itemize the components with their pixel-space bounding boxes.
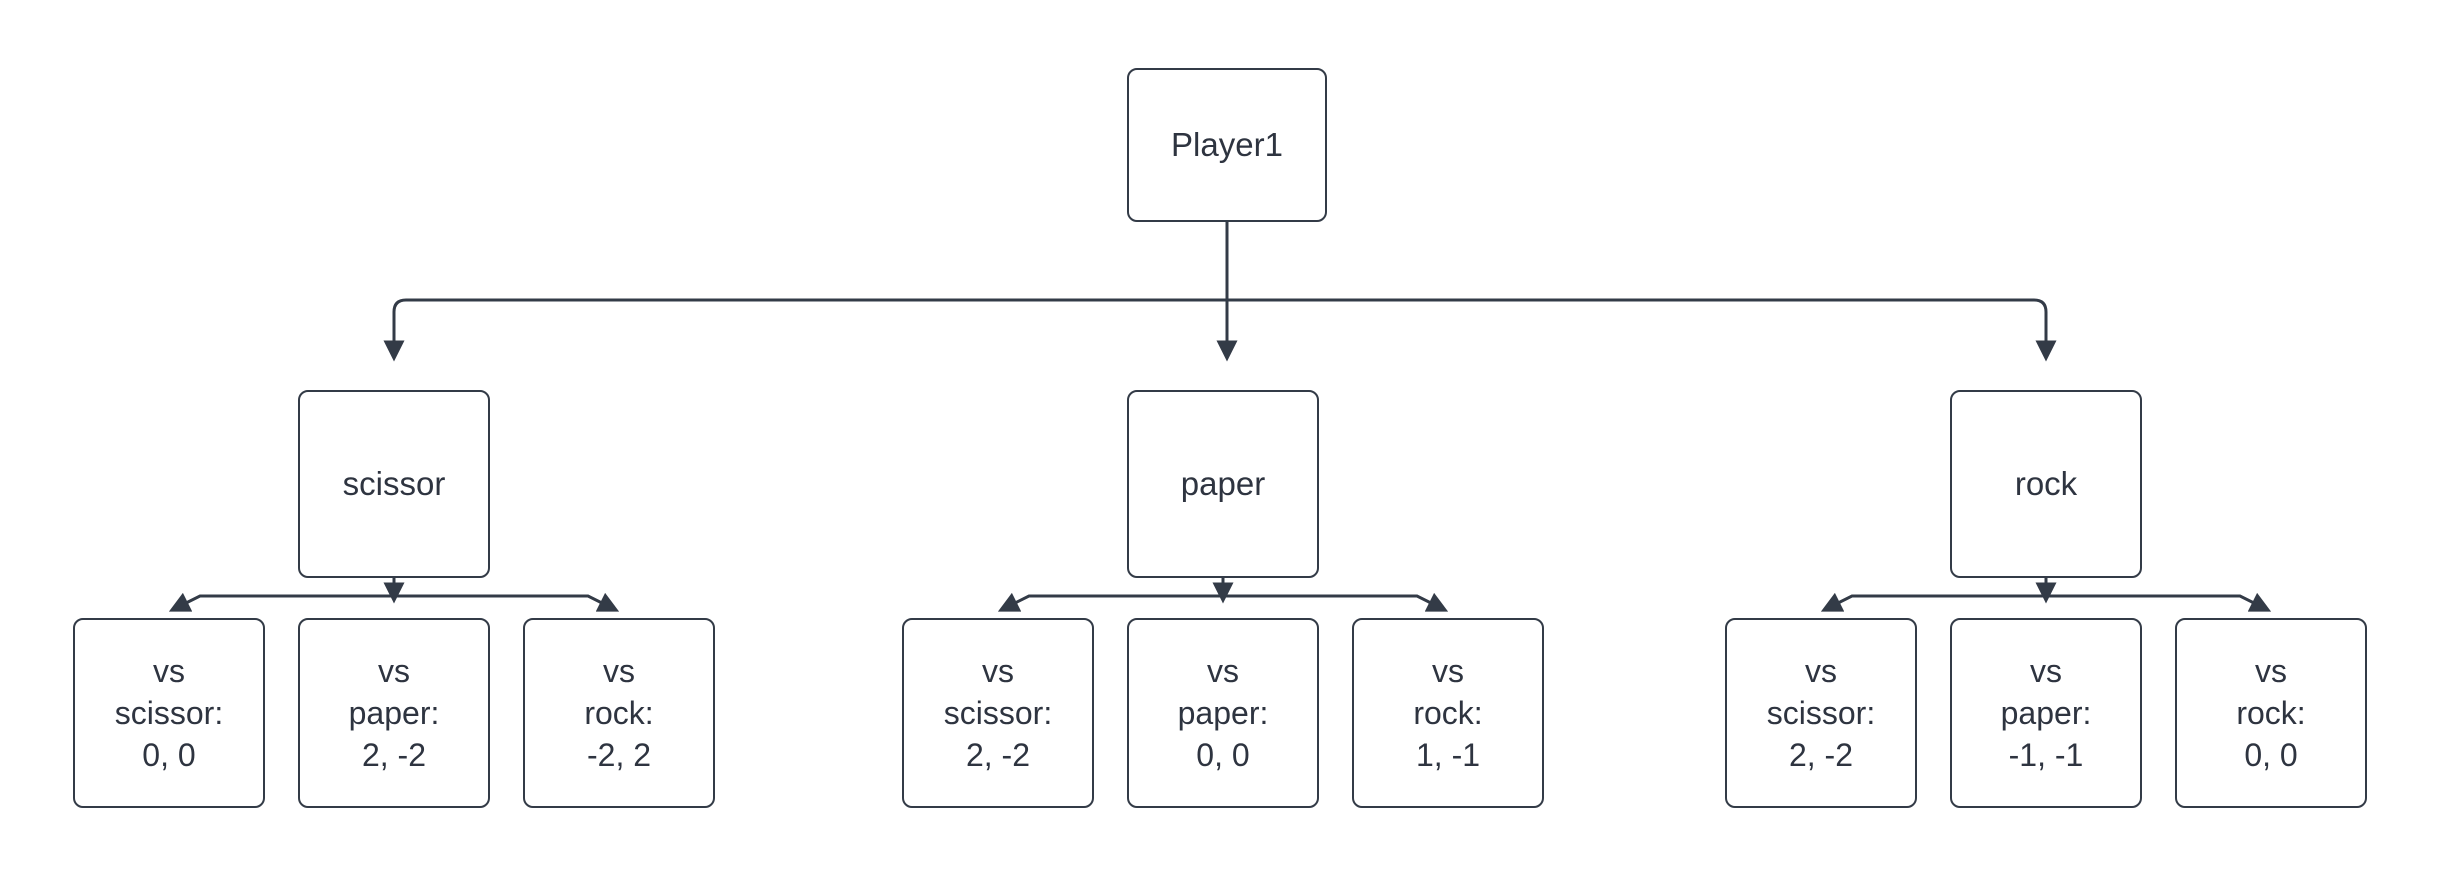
edge-paper-to-leaf-2 [1221, 578, 1449, 612]
node-branch-rock-label: rock [2014, 465, 2078, 503]
node-leaf-scissor-vs-paper[interactable]: vs paper: 2, -2 [298, 618, 490, 808]
node-leaf-paper-vs-paper[interactable]: vs paper: 0, 0 [1127, 618, 1319, 808]
node-leaf-label: vs scissor: 0, 0 [114, 652, 224, 774]
node-leaf-label: vs paper: 0, 0 [1177, 652, 1269, 774]
edge-rock-to-leaf-2 [2044, 578, 2272, 612]
node-leaf-label: vs rock: -2, 2 [584, 652, 654, 774]
node-leaf-label: vs paper: 2, -2 [348, 652, 440, 774]
node-leaf-rock-vs-paper[interactable]: vs paper: -1, -1 [1950, 618, 2142, 808]
edge-root-to-scissor [383, 298, 1227, 362]
edge-scissor-to-leaf-0 [168, 578, 396, 612]
node-branch-paper-label: paper [1180, 465, 1266, 503]
node-branch-scissor-label: scissor [342, 465, 446, 503]
edge-rock-to-leaf-0 [1820, 578, 2048, 612]
node-root-player1[interactable]: Player1 [1127, 68, 1327, 222]
edge-paper-to-leaf-0 [997, 578, 1225, 612]
node-branch-rock[interactable]: rock [1950, 390, 2142, 578]
node-leaf-label: vs scissor: 2, -2 [943, 652, 1053, 774]
node-leaf-label: vs rock: 1, -1 [1413, 652, 1483, 774]
node-leaf-label: vs rock: 0, 0 [2236, 652, 2306, 774]
node-leaf-label: vs paper: -1, -1 [2000, 652, 2092, 774]
node-leaf-scissor-vs-rock[interactable]: vs rock: -2, 2 [523, 618, 715, 808]
node-leaf-paper-vs-rock[interactable]: vs rock: 1, -1 [1352, 618, 1544, 808]
node-branch-scissor[interactable]: scissor [298, 390, 490, 578]
node-leaf-paper-vs-scissor[interactable]: vs scissor: 2, -2 [902, 618, 1094, 808]
edge-root-to-rock [1227, 298, 2057, 362]
node-leaf-scissor-vs-scissor[interactable]: vs scissor: 0, 0 [73, 618, 265, 808]
node-branch-paper[interactable]: paper [1127, 390, 1319, 578]
node-leaf-label: vs scissor: 2, -2 [1766, 652, 1876, 774]
node-leaf-rock-vs-scissor[interactable]: vs scissor: 2, -2 [1725, 618, 1917, 808]
node-root-label: Player1 [1171, 126, 1283, 164]
node-leaf-rock-vs-rock[interactable]: vs rock: 0, 0 [2175, 618, 2367, 808]
edge-scissor-to-leaf-2 [392, 578, 620, 612]
